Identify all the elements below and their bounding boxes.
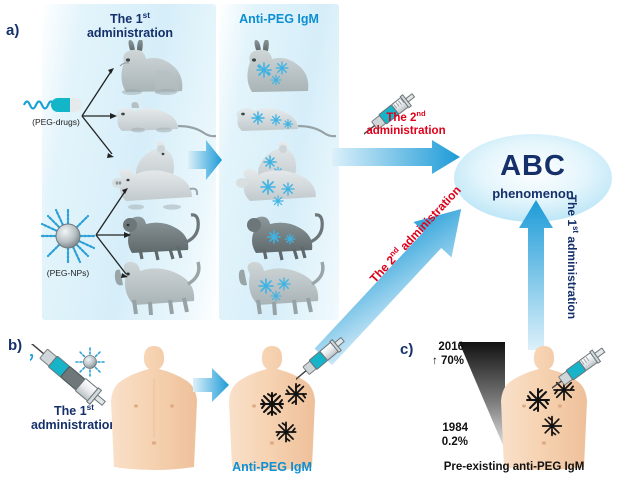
- arrow-right-icon-second-admin: [332, 140, 460, 174]
- nanoparticle-icon: [38, 206, 98, 266]
- arrow-right-icon-panel-b: [193, 368, 229, 402]
- animal-dog-antibody: [238, 261, 325, 316]
- panel-b-admin-label: The 1st administration: [14, 402, 134, 432]
- arrow-vertical-first-admin: [519, 200, 553, 350]
- syringe-icon-panel-c: [552, 347, 606, 392]
- animal-monkey-antibody: [247, 213, 324, 261]
- animal-rat: [116, 102, 216, 138]
- panel-b-letter: b): [8, 337, 23, 354]
- second-admin-label-horizontal: The 2nd administration: [352, 109, 460, 138]
- syringe-icon-panel-b-second: [296, 336, 345, 382]
- panel-c-bottom-year: 1984: [442, 422, 468, 434]
- panel-b-result-label: Anti-PEG IgM: [232, 460, 312, 474]
- first-admin-v-sup: st: [570, 226, 580, 234]
- abc-subtitle: phenomenon: [492, 186, 574, 201]
- animal-dog: [114, 261, 201, 316]
- panel-c-letter: c): [400, 341, 414, 358]
- first-admin-v-line1: The 1: [564, 194, 579, 227]
- snowflake-icon: [256, 61, 289, 86]
- first-admin-label-vertical: The 1st administration: [564, 182, 580, 332]
- animal-rat-antibody: [236, 107, 336, 138]
- animal-monkey: [123, 213, 200, 261]
- branch-arrows-top: [81, 68, 117, 158]
- column1-title-line1: The 1: [110, 12, 143, 26]
- animal-rabbit: [119, 40, 183, 95]
- branch-arrows-bottom: [95, 188, 131, 278]
- prevalence-gradient-triangle: [459, 342, 505, 450]
- peg-nps-label: (PEG-NPs): [46, 268, 90, 278]
- first-admin-v-line2: administration: [564, 236, 579, 320]
- peg-drugs-label: (PEG-drugs): [32, 117, 80, 127]
- snowflake-icon: [260, 382, 308, 443]
- arrow-right-icon-panels: [188, 140, 222, 180]
- panel-c-bottom-value: 0.2%: [441, 436, 468, 448]
- column1-title-line2: administration: [86, 26, 174, 40]
- animal-pig-antibody: [236, 168, 316, 207]
- second-admin-h-line2: administration: [366, 125, 446, 138]
- snowflake-icon: [267, 230, 296, 245]
- syringe-icon-first-admin-b: [30, 344, 106, 407]
- column1-title-sup: st: [142, 10, 150, 20]
- human-torso-before: [111, 346, 197, 470]
- second-admin-h-sup: nd: [416, 109, 426, 119]
- syringe-icon-second-admin: [364, 93, 416, 136]
- panel-c-caption: Pre-existing anti-PEG IgM: [443, 461, 585, 473]
- arrow-diagonal-second-admin: [314, 209, 462, 365]
- panel-c-top-year: 2016: [438, 341, 464, 353]
- panel-a-column1-title: The 1st administration: [70, 10, 190, 40]
- human-torso-after: [229, 346, 315, 470]
- panel-c-top-value: ↑ 70%: [432, 355, 464, 367]
- snowflake-icon: [258, 277, 291, 302]
- panel-a-letter: a): [6, 22, 20, 39]
- panel-b-admin-sup: st: [86, 402, 94, 412]
- panel-b-admin-line1: The 1: [54, 404, 87, 418]
- abc-phenomenon-ellipse: [454, 134, 612, 222]
- panel-b-admin-line2: administration: [30, 418, 118, 432]
- snowflake-icon: [251, 111, 294, 130]
- panel-a-column2-title: Anti-PEG IgM: [239, 12, 319, 26]
- snowflake-icon: [260, 179, 295, 207]
- animal-rabbit-antibody: [247, 40, 309, 92]
- animal-pig: [112, 168, 199, 210]
- snowflake-icon: [526, 379, 575, 437]
- second-admin-h-line1: The 2: [386, 112, 417, 124]
- abc-title: ABC: [500, 150, 566, 182]
- capsule-icon: [22, 98, 82, 112]
